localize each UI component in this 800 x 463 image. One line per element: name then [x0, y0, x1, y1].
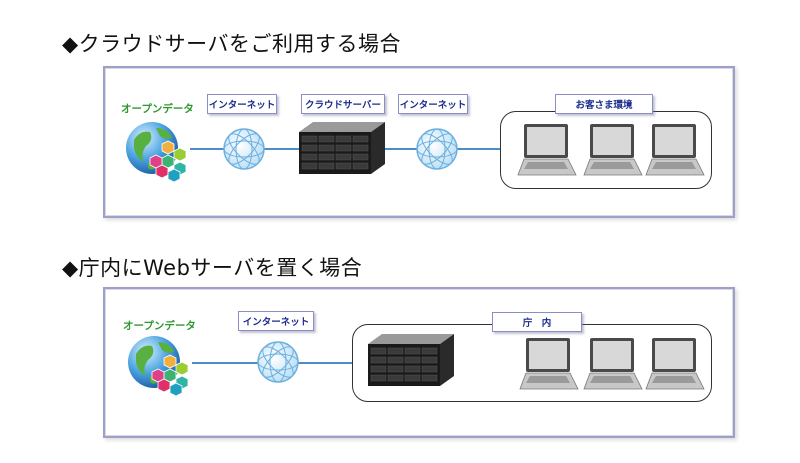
- laptop-icon: [583, 338, 643, 390]
- laptop-icon: [583, 124, 643, 176]
- open-data-label: オープンデータ: [121, 103, 194, 115]
- globe-icon: [128, 336, 189, 397]
- laptop-icon: [645, 124, 705, 176]
- server-icon: [368, 334, 454, 386]
- laptop-icon: [517, 124, 577, 176]
- internet-cloud-icon: [257, 341, 299, 383]
- internet-cloud-icon: [416, 128, 458, 170]
- section-title-internal: ◆庁内にWebサーバを置く場合: [62, 256, 363, 280]
- open-data-label: オープンデータ: [123, 320, 196, 332]
- laptop-icon: [645, 338, 705, 390]
- server-icon: [299, 122, 385, 174]
- internet-cloud-icon: [223, 128, 265, 170]
- internet-label: インターネット: [398, 94, 468, 114]
- cloud-server-label: クラウドサーバー: [301, 94, 385, 114]
- internal-environment-label: 庁 内: [492, 312, 582, 332]
- globe-icon: [126, 122, 187, 183]
- laptop-icon: [519, 338, 579, 390]
- client-environment-label: お客さま環境: [555, 94, 653, 114]
- internet-label: インターネット: [238, 311, 314, 331]
- section-title-cloud: ◆クラウドサーバをご利用する場合: [62, 32, 401, 56]
- internet-label: インターネット: [207, 94, 277, 114]
